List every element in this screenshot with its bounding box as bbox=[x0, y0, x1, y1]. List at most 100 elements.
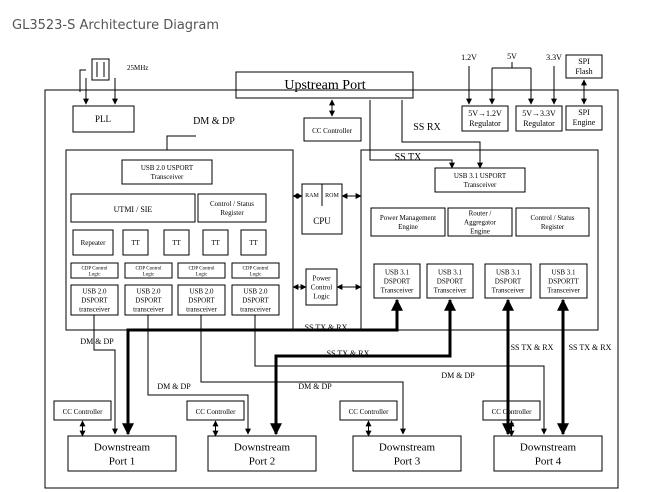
usb2-cdp-logic-4-label-line-2: Logic bbox=[250, 272, 262, 277]
regulator-1v2-label-line-2: Regulator bbox=[469, 119, 501, 128]
cc-controller-downstream-4-label: CC Controller bbox=[492, 408, 533, 416]
usb3-router-label-line-1: Router / bbox=[469, 209, 492, 217]
usb2-cdp-logic-3-label-line-2: Logic bbox=[196, 272, 208, 277]
usb3-dsport-1-label-line-2: DSPORT bbox=[384, 277, 411, 285]
usb2-repeater-label: Repeater bbox=[81, 239, 107, 247]
usb2-usport-label-line-1: USB 2.0 USPORT bbox=[141, 164, 194, 172]
regulator-3v3 bbox=[515, 105, 563, 132]
downstream-port-3-label-line-1: Downstream bbox=[379, 441, 436, 453]
ss-tx-label: SS TX bbox=[395, 152, 423, 163]
usb2-tt-3 bbox=[202, 229, 229, 256]
regulator-3v3-label-line-1: 5V→3.3V bbox=[522, 109, 556, 118]
usb2-tt-1 bbox=[122, 229, 149, 256]
usb2-repeater bbox=[72, 229, 114, 256]
usb3-router-label-line-3: Engine bbox=[470, 227, 490, 235]
usb2-dsport-3-label-line-3: transceiver bbox=[186, 305, 217, 313]
usb3-router-label-line-2: Aggregator bbox=[464, 218, 497, 226]
spi-flash-label-line-1: SPI bbox=[578, 57, 590, 66]
usb3-power-management bbox=[370, 207, 446, 237]
usb2-dsport-1-label-line-3: transceiver bbox=[79, 305, 110, 313]
usb2-dsport-3-label-line-1: USB 2.0 bbox=[189, 287, 214, 295]
downstream-port-3-label-line-2: Port 3 bbox=[394, 455, 421, 467]
usb2-control-status-label-line-1: Control / Status bbox=[210, 200, 254, 208]
usb2-control-status-label-line-2: Register bbox=[220, 209, 244, 217]
usb2-cdp-logic-2-label-line-1: CDP Control bbox=[135, 266, 162, 271]
pll-block bbox=[72, 105, 135, 133]
dm-dp-top-label: DM & DP bbox=[193, 116, 235, 127]
dm-dp-label-3: DM & DP bbox=[298, 382, 332, 391]
usb2-utmi-sie bbox=[70, 193, 196, 223]
usb3-dsport-2-label-line-2: DSPORT bbox=[437, 277, 464, 285]
regulator-1v2 bbox=[461, 105, 509, 132]
ss-tx-line bbox=[401, 100, 483, 169]
downstream-port-2 bbox=[207, 435, 317, 472]
downstream-port-1 bbox=[67, 435, 177, 472]
downstream-port-1-label-line-2: Port 1 bbox=[109, 455, 136, 467]
cpu-ram-label: RAM bbox=[305, 193, 319, 199]
crystal-icon bbox=[91, 58, 110, 81]
usb3-router bbox=[447, 207, 513, 237]
usb2-usport-label-line-2: Transceiver bbox=[151, 173, 184, 181]
crystal-lead-left bbox=[79, 69, 86, 92]
usb2-cdp-logic-1-label-line-1: CDP Control bbox=[81, 266, 108, 271]
usb3-dsport-3-label-line-1: USB 3.1 bbox=[496, 268, 521, 276]
usb3-usport-label-line-2: Transceiver bbox=[464, 181, 497, 189]
spi-flash-label-line-2: Flash bbox=[575, 67, 592, 76]
usb3-usport-label-line-1: USB 3.1 USPORT bbox=[454, 172, 507, 180]
usb2-dsport-2-label-line-2: DSPORT bbox=[135, 296, 162, 304]
downstream-port-4-label-line-1: Downstream bbox=[520, 441, 577, 453]
dm-dp-link-port4 bbox=[254, 315, 547, 435]
usb2-control-status bbox=[197, 193, 267, 223]
usb3-dsport-3-label-line-2: DSPORT bbox=[495, 277, 522, 285]
dm-dp-label-1: DM & DP bbox=[80, 337, 114, 346]
downstream-port-1-label-line-1: Downstream bbox=[94, 441, 151, 453]
usb2-cdp-logic-1-label-line-2: Logic bbox=[89, 272, 101, 277]
spi-engine bbox=[565, 105, 603, 131]
usb2-cdp-logic-4-label-line-1: CDP Control bbox=[242, 266, 269, 271]
dm-dp-link-port3 bbox=[200, 315, 406, 435]
ss-tx-rx-label-2: SS TX & RX bbox=[327, 349, 370, 358]
usb3-control-status bbox=[515, 207, 590, 237]
ss-tx-rx-label-4: SS TX & RX bbox=[569, 343, 612, 352]
usb2-tt-4-label: TT bbox=[249, 239, 258, 247]
ss-link-port2 bbox=[270, 298, 456, 436]
usb2-tt-2-label: TT bbox=[172, 239, 181, 247]
spi-engine-label-line-1: SPI bbox=[578, 108, 590, 117]
downstream-port-3 bbox=[352, 435, 462, 472]
usb3-power-management-label-line-1: Power Management bbox=[380, 214, 436, 222]
usb2-dsport-1-label-line-1: USB 2.0 bbox=[82, 287, 107, 295]
usb2-dsport-1-label-line-2: DSPORT bbox=[81, 296, 108, 304]
usb2-tt-1-label: TT bbox=[131, 239, 140, 247]
cpu-rom-label: ROM bbox=[325, 193, 339, 199]
usb3-dsport-1-label-line-1: USB 3.1 bbox=[385, 268, 410, 276]
spi-flash bbox=[565, 54, 603, 79]
voltage-3v3-label: 3.3V bbox=[546, 53, 562, 62]
downstream-port-2-label-line-2: Port 2 bbox=[249, 455, 276, 467]
power-control-logic-label-line-2: Control bbox=[311, 283, 332, 291]
usb2-utmi-sie-label: UTMI / SIE bbox=[114, 205, 153, 214]
usb3-control-status-label-line-1: Control / Status bbox=[531, 214, 575, 222]
page-title: GL3523-S Architecture Diagram bbox=[12, 18, 220, 33]
downstream-port-4-label-line-2: Port 4 bbox=[535, 455, 562, 467]
cc-controller-downstream-1-label: CC Controller bbox=[63, 408, 104, 416]
ss-tx-rx-label-3: SS TX & RX bbox=[511, 343, 554, 352]
usb2-dsport-4-label-line-1: USB 2.0 bbox=[243, 287, 268, 295]
usb2-dsport-4-label-line-3: transceiver bbox=[240, 305, 271, 313]
usb3-power-management-label-line-2: Engine bbox=[398, 223, 418, 231]
usb3-dsport-1-label-line-3: Transceiver bbox=[381, 286, 414, 294]
usb2-cdp-logic-2 bbox=[124, 262, 173, 279]
usb2-cdp-logic-3 bbox=[177, 262, 226, 279]
cc-controller-downstream-2-label: CC Controller bbox=[196, 408, 237, 416]
usb3-dsport-4-label-line-3: Transceiver bbox=[547, 286, 580, 294]
upstream-port-label: Upstream Port bbox=[284, 78, 365, 93]
usb2-tt-3-label: TT bbox=[211, 239, 220, 247]
voltage-5v-label: 5V bbox=[507, 52, 517, 61]
usb2-dsport-3-label-line-2: DSPORT bbox=[188, 296, 215, 304]
usb3-dsport-3 bbox=[484, 263, 532, 299]
usb3-dsport-1 bbox=[373, 263, 421, 299]
usb2-cdp-logic-3-label-line-1: CDP Control bbox=[188, 266, 215, 271]
usb2-tt-2 bbox=[163, 229, 190, 256]
spi-engine-label-line-2: Engine bbox=[573, 118, 596, 127]
pll-label: PLL bbox=[95, 114, 111, 124]
